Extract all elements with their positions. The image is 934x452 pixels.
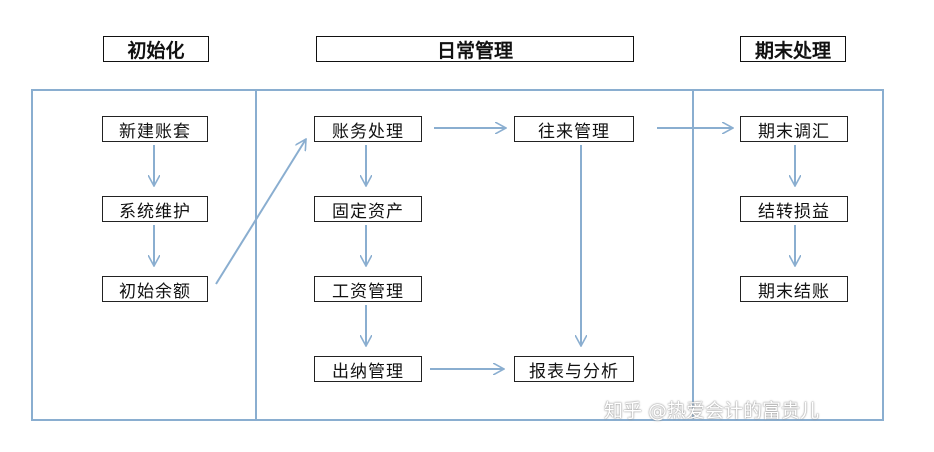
diagram-frame — [31, 89, 884, 421]
node-payroll: 工资管理 — [314, 276, 422, 302]
node-new-account-set: 新建账套 — [102, 116, 208, 142]
watermark: 知乎 @热爱会计的富贵儿 — [604, 400, 820, 422]
node-accounting: 账务处理 — [314, 116, 422, 142]
node-system-maintenance: 系统维护 — [102, 196, 208, 222]
node-period-end-exchange: 期末调汇 — [740, 116, 848, 142]
node-initial-balance: 初始余额 — [102, 276, 208, 302]
header-period-end: 期末处理 — [740, 36, 846, 62]
arrow-balance-to-accounting — [215, 139, 306, 285]
node-receivables-payables: 往来管理 — [514, 116, 634, 142]
node-fixed-assets: 固定资产 — [314, 196, 422, 222]
header-init: 初始化 — [103, 36, 209, 62]
node-transfer-pl: 结转损益 — [740, 196, 848, 222]
divider-daily-period-end — [692, 89, 694, 421]
node-cashier: 出纳管理 — [314, 356, 422, 382]
divider-init-daily — [255, 89, 257, 421]
node-reports-analysis: 报表与分析 — [514, 356, 634, 382]
node-period-end-closing: 期末结账 — [740, 276, 848, 302]
header-daily: 日常管理 — [316, 36, 634, 62]
